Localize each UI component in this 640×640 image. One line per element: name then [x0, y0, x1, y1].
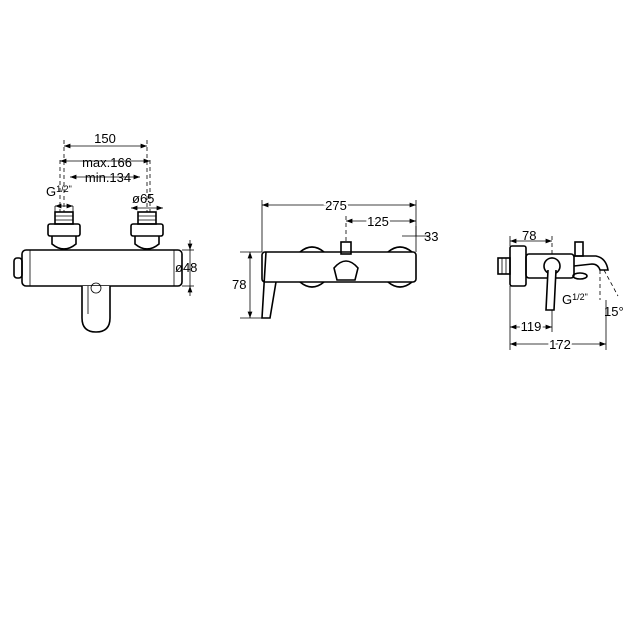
dimension-label-125: 125	[367, 214, 389, 229]
front-view: 150 max.166 min.134 G1/2" ø65 ø48	[13, 131, 197, 333]
dimension-label-275: 275	[325, 198, 347, 213]
left-inlet-connector	[47, 211, 81, 250]
diverter-knob	[333, 241, 359, 281]
dimension-label-119: 119	[521, 319, 542, 334]
dimension-label-150: 150	[94, 131, 116, 146]
lever-handle-side	[261, 251, 277, 319]
mixer-body	[13, 249, 183, 287]
mixer-body-side	[261, 246, 417, 288]
dimension-label-diameter-48: ø48	[175, 260, 197, 275]
spout	[572, 241, 609, 280]
dimension-label-diameter-65: ø65	[132, 191, 154, 206]
thread-size-label: G1/2"	[46, 184, 72, 199]
dimension-label-max: max.166	[82, 155, 132, 170]
lever-handle	[81, 282, 111, 333]
dimension-label-angle: 15°	[604, 304, 624, 319]
dimension-label-78-height: 78	[232, 277, 246, 292]
dimension-label-78-top: 78	[522, 228, 536, 243]
body-top	[525, 253, 575, 311]
thread-size-label-top: G1/2"	[562, 292, 588, 307]
right-inlet-connector	[130, 211, 164, 250]
wall-plate	[497, 245, 527, 287]
dimension-label-min: min.134	[85, 170, 131, 185]
dimension-label-33: 33	[424, 229, 438, 244]
dimension-label-172: 172	[549, 337, 571, 352]
side-view: 275 125 33 78	[230, 196, 438, 319]
top-view: 15° 78 G1/2" 119 172	[497, 228, 624, 354]
